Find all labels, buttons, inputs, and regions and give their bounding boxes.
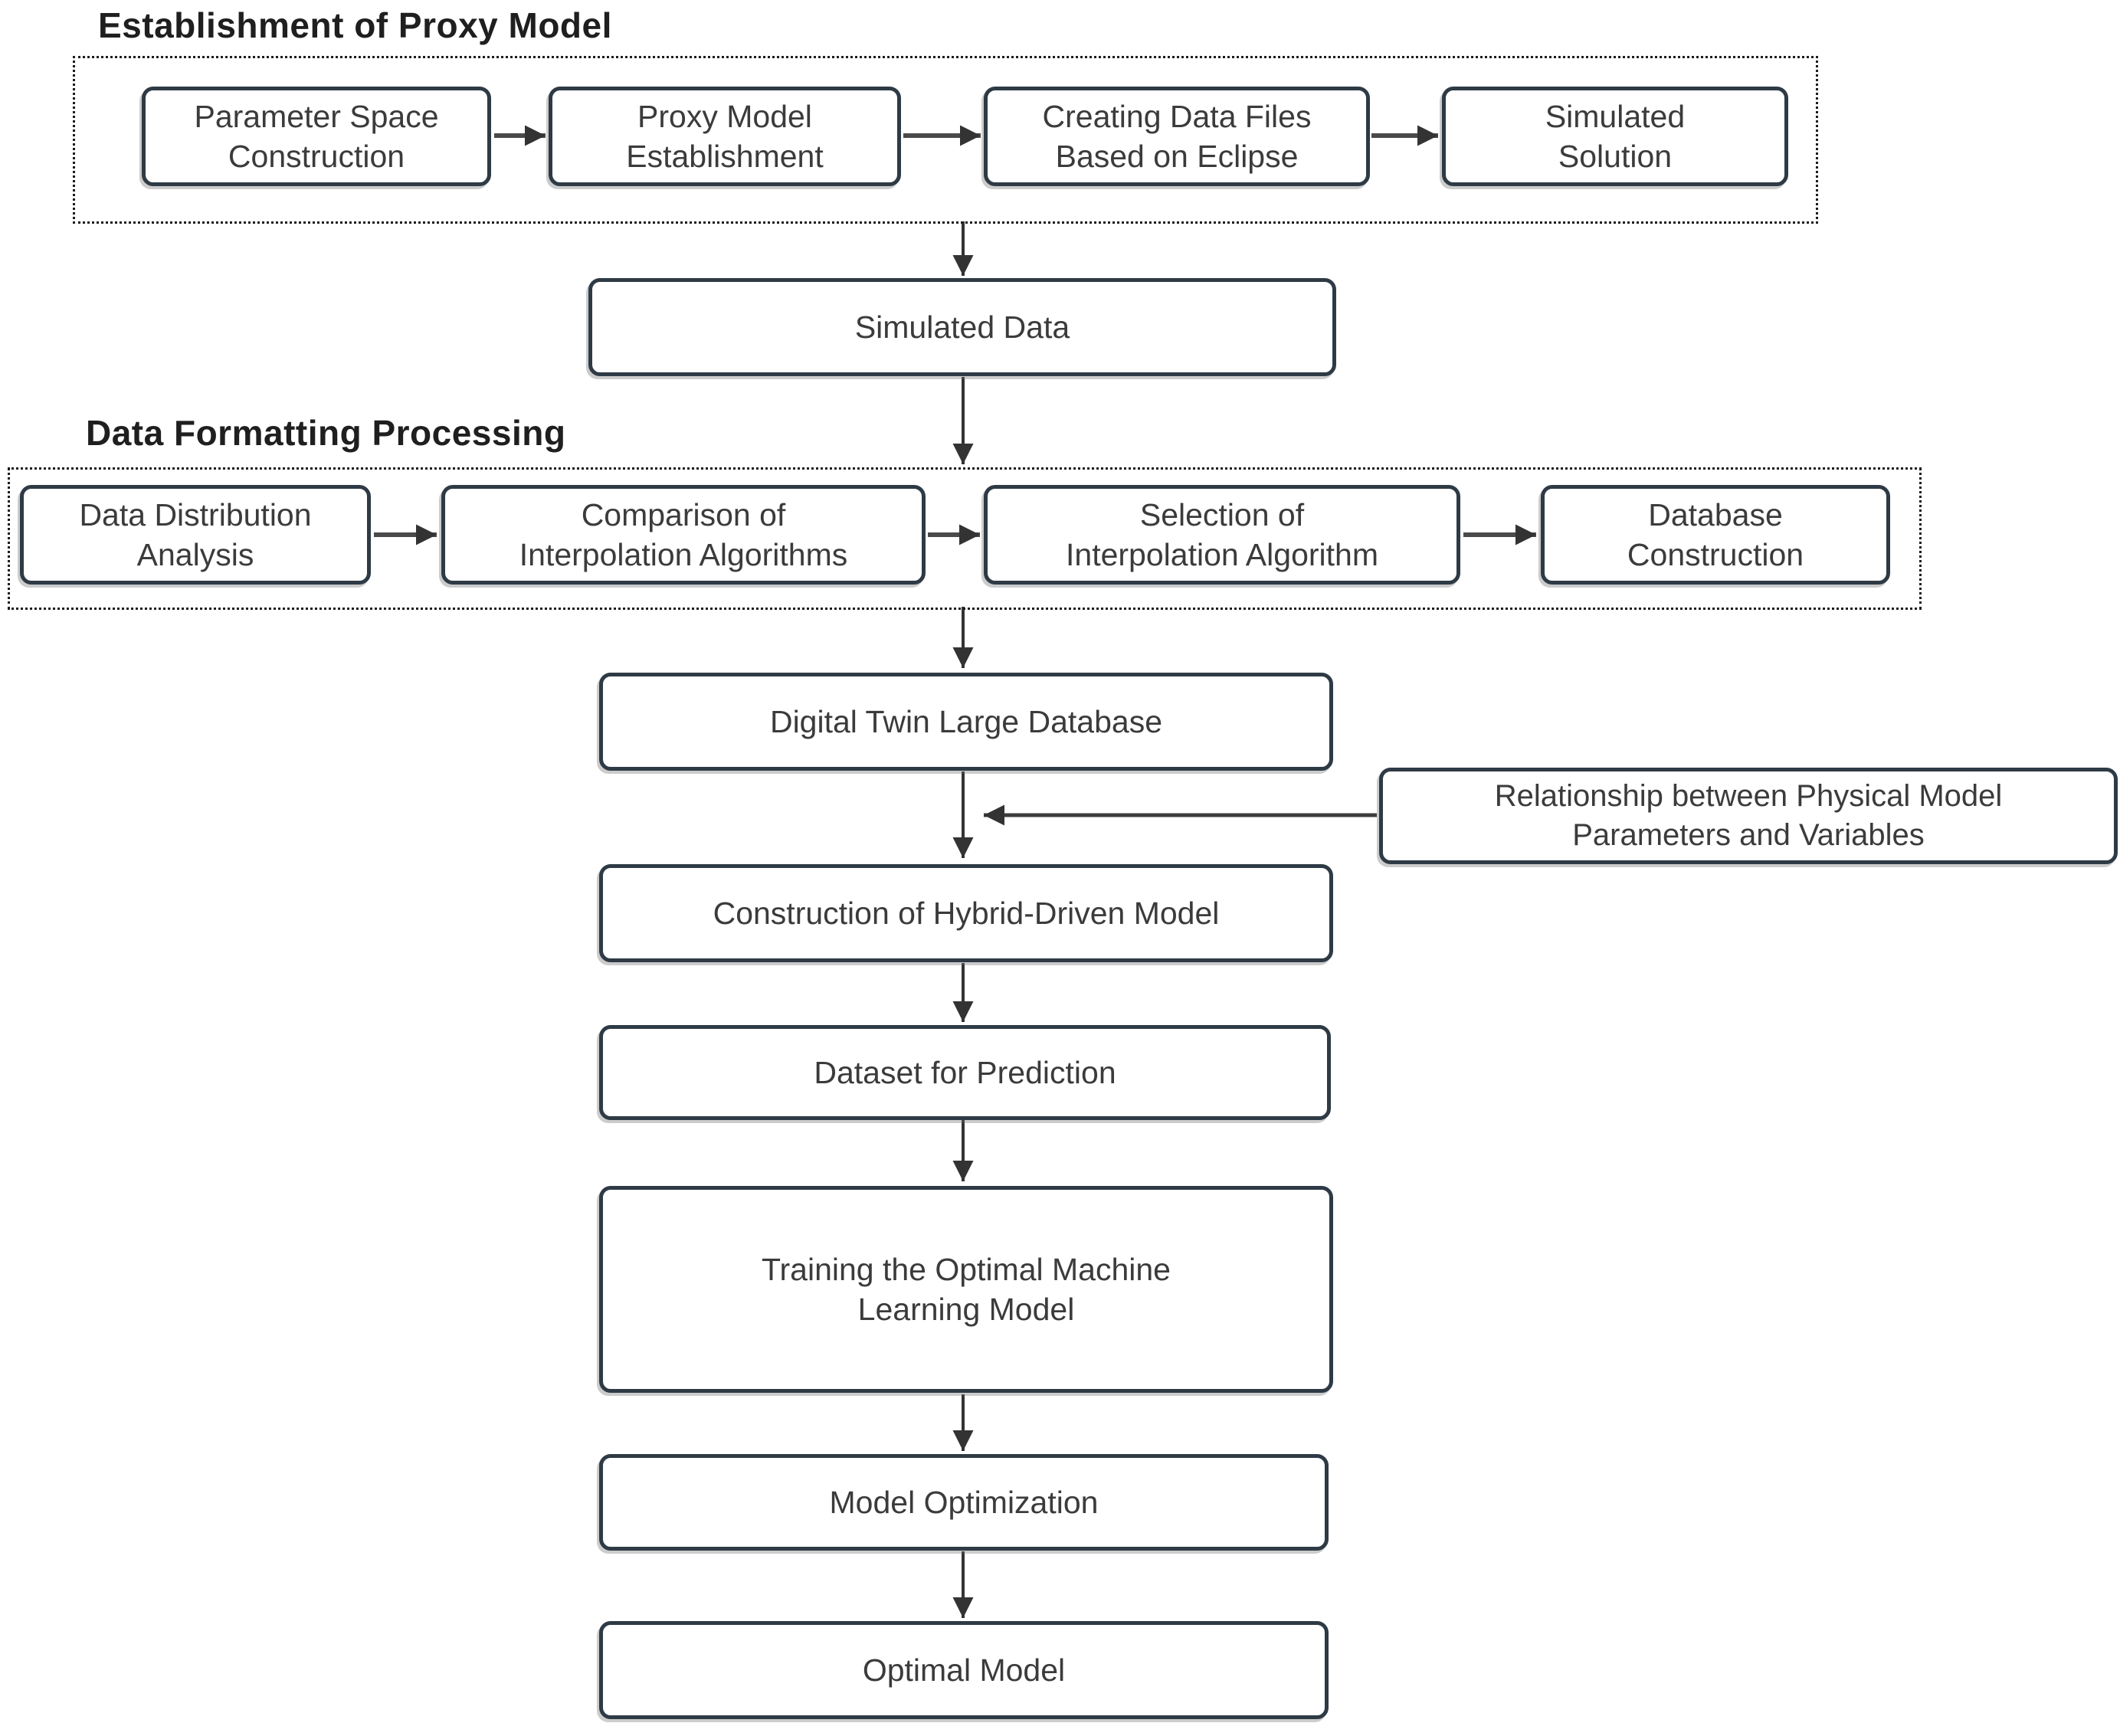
- node-simulated-data: Simulated Data: [588, 278, 1336, 376]
- node-selection-of-interpolation-algorithm: Selection of Interpolation Algorithm: [984, 485, 1460, 585]
- section-title-data-formatting-processing: Data Formatting Processing: [86, 413, 566, 453]
- node-digital-twin-large-database: Digital Twin Large Database: [599, 673, 1333, 771]
- node-proxy-model-establishment: Proxy Model Establishment: [549, 87, 901, 186]
- node-data-distribution-analysis: Data Distribution Analysis: [20, 485, 371, 585]
- node-creating-data-files-based-on-eclipse: Creating Data Files Based on Eclipse: [984, 87, 1370, 186]
- node-simulated-solution: Simulated Solution: [1442, 87, 1788, 186]
- group-establishment-of-proxy-model: [73, 56, 1818, 224]
- node-training-the-optimal-machine-learning-model: Training the Optimal Machine Learning Mo…: [599, 1186, 1333, 1393]
- section-title-establishment-of-proxy-model: Establishment of Proxy Model: [98, 5, 612, 45]
- node-model-optimization: Model Optimization: [599, 1454, 1329, 1551]
- node-database-construction: Database Construction: [1541, 485, 1890, 585]
- node-comparison-of-interpolation-algorithms: Comparison of Interpolation Algorithms: [441, 485, 926, 585]
- node-construction-of-hybrid-driven-model: Construction of Hybrid-Driven Model: [599, 864, 1333, 962]
- node-optimal-model: Optimal Model: [599, 1621, 1329, 1719]
- node-relationship-physical-model-parameters: Relationship between Physical Model Para…: [1379, 768, 2118, 864]
- node-dataset-for-prediction: Dataset for Prediction: [599, 1025, 1331, 1120]
- group-data-formatting-processing: [8, 467, 1922, 610]
- node-parameter-space-construction: Parameter Space Construction: [142, 87, 491, 186]
